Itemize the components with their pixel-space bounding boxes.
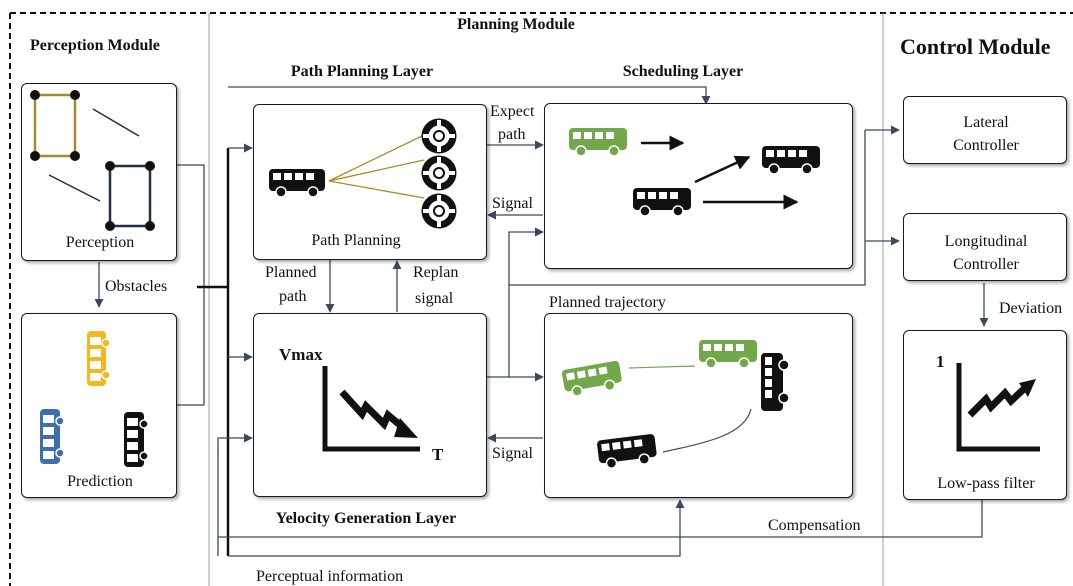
path-planning-box: Path Planning bbox=[253, 104, 487, 260]
low-pass-filter-box: 1 Low-pass filter bbox=[903, 330, 1067, 500]
bus-icon bbox=[569, 128, 627, 157]
signal-bottom-label: Signal bbox=[492, 445, 533, 462]
lateral-controller-label-line2: Controller bbox=[953, 137, 1019, 154]
compensation-label: Compensation bbox=[768, 517, 861, 534]
arrow-icon bbox=[641, 135, 799, 210]
planned-trajectory-label: Planned trajectory bbox=[549, 294, 666, 311]
trajectory-lines bbox=[628, 365, 752, 453]
prediction-to-bus-line bbox=[176, 287, 205, 406]
control-module-title: Control Module bbox=[900, 34, 1051, 59]
prediction-label: Prediction bbox=[67, 473, 133, 490]
replan-signal-label-line2: signal bbox=[415, 290, 454, 307]
vmax-label: Vmax bbox=[279, 345, 323, 364]
prediction-box: Prediction bbox=[21, 313, 177, 498]
scheduling-layer-title: Scheduling Layer bbox=[622, 63, 744, 80]
bus-icon bbox=[87, 331, 111, 386]
bus-icon bbox=[762, 146, 820, 175]
planned-trajectory-box bbox=[544, 313, 853, 498]
trend-down-icon bbox=[322, 366, 420, 452]
loop-to-velocity-arrow bbox=[217, 433, 253, 556]
lateral-controller-box: Lateral Controller bbox=[903, 96, 1067, 164]
velocity-to-scheduling-arrow bbox=[508, 227, 544, 377]
bus-icon bbox=[124, 412, 149, 467]
velocity-generation-box: Vmax T bbox=[253, 313, 487, 497]
outer-dashed-border bbox=[9, 12, 1073, 586]
bus-icon bbox=[597, 434, 657, 469]
path-planning-layer-title: Path Planning Layer bbox=[290, 63, 434, 80]
perception-to-bus-line bbox=[176, 164, 205, 287]
perception-label: Perception bbox=[65, 234, 135, 251]
replan-signal-label-line1: Replan bbox=[413, 264, 459, 281]
t-axis-label: T bbox=[432, 445, 444, 464]
bus-icon bbox=[269, 169, 325, 198]
planned-path-label-line1: Planned bbox=[265, 264, 317, 281]
planned-path-label-line2: path bbox=[279, 288, 307, 305]
bus-icon bbox=[761, 353, 790, 411]
lateral-controller-label-line1: Lateral bbox=[963, 114, 1009, 131]
filter-one-label: 1 bbox=[936, 352, 945, 371]
path-planning-label: Path Planning bbox=[311, 232, 401, 249]
perception-module-title: Perception Module bbox=[30, 37, 160, 54]
signal-top-label: Signal bbox=[492, 195, 533, 212]
trend-up-icon bbox=[956, 363, 1040, 452]
planning-module-title: Planning Module bbox=[453, 16, 579, 34]
perceptual-info-arrow bbox=[228, 499, 685, 557]
compensation-line bbox=[218, 500, 983, 538]
longitudinal-controller-box: Longitudinal Controller bbox=[903, 213, 1067, 281]
obstacle-rect-icon bbox=[30, 90, 155, 231]
bus-icon bbox=[562, 360, 622, 397]
scheduling-box bbox=[544, 103, 853, 269]
obstacles-label: Obstacles bbox=[105, 278, 168, 295]
longitudinal-controller-label-line1: Longitudinal bbox=[944, 233, 1028, 250]
perceptual-information-label: Perceptual information bbox=[256, 568, 404, 585]
bus-icon bbox=[699, 340, 757, 369]
path-fan-lines bbox=[328, 134, 425, 199]
deviation-label: Deviation bbox=[999, 300, 1063, 317]
lifebuoy-icon bbox=[421, 118, 457, 229]
expect-path-label-line2: path bbox=[498, 126, 526, 143]
perception-box: Perception bbox=[21, 83, 177, 261]
top-to-scheduling-arrow bbox=[228, 86, 711, 105]
bus-icon bbox=[633, 188, 691, 217]
longitudinal-controller-label-line2: Controller bbox=[953, 256, 1019, 273]
expect-path-label-line1: Expect bbox=[490, 103, 535, 120]
velocity-to-controllers-line bbox=[509, 130, 866, 286]
bus-icon bbox=[40, 409, 65, 464]
velocity-generation-layer-title: Yelocity Generation Layer bbox=[275, 510, 457, 527]
low-pass-filter-label: Low-pass filter bbox=[937, 475, 1035, 492]
